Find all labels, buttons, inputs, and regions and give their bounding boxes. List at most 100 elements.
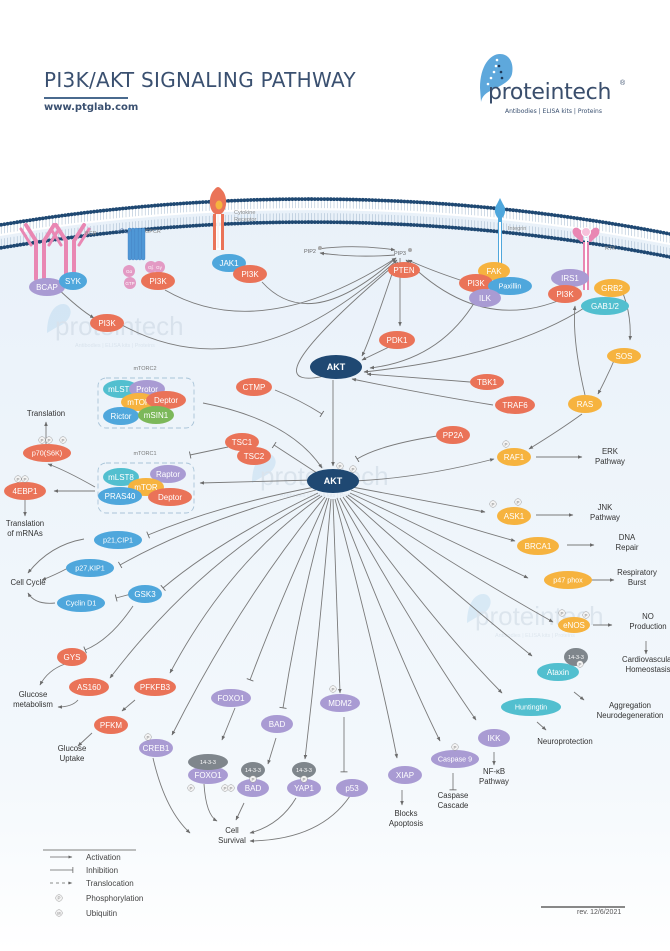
- node-mdm2[interactable]: MDM2: [320, 694, 360, 712]
- node-huntingtin[interactable]: Huntingtin: [501, 698, 561, 716]
- node-label: 14-3-3: [200, 760, 216, 766]
- node-gab12[interactable]: GAB1/2: [581, 297, 629, 315]
- node-label: BRCA1: [525, 542, 552, 551]
- cell-membrane: [0, 197, 670, 259]
- node-pten[interactable]: PTEN: [388, 262, 420, 278]
- node-label: XIAP: [396, 771, 414, 780]
- receptor-label-integrin: Integrin: [508, 226, 526, 232]
- svg-text:P: P: [16, 477, 19, 482]
- node-p53[interactable]: p53: [336, 779, 368, 797]
- node-pp2a[interactable]: PP2A: [436, 426, 470, 444]
- node-ask1[interactable]: ASK1: [497, 507, 531, 525]
- huntingtin-to-neuroprot: [536, 721, 547, 731]
- node-raf1[interactable]: RAF1: [497, 448, 531, 466]
- node-ikk[interactable]: IKK: [478, 729, 510, 747]
- node-caspase9[interactable]: Caspase 9: [431, 750, 479, 768]
- node-syk[interactable]: SYK: [59, 272, 87, 290]
- node-p47phox[interactable]: p47 phox: [544, 571, 592, 589]
- ras-to-raf1: [528, 413, 583, 450]
- node-label: Deptor: [154, 396, 178, 405]
- svg-text:of mRNAs: of mRNAs: [7, 529, 43, 538]
- svg-text:Integrin: Integrin: [508, 226, 526, 232]
- node-pi3k_rtk[interactable]: PI3K: [548, 285, 582, 303]
- title-underline: [44, 97, 128, 99]
- svg-text:P: P: [251, 777, 254, 782]
- node-gys[interactable]: GYS: [57, 648, 87, 666]
- mtorc1-raptor[interactable]: Raptor: [150, 465, 186, 483]
- node-pi3k_gpcr[interactable]: PI3K: [141, 272, 175, 290]
- node-p70s6k[interactable]: p70(S6K): [23, 444, 71, 462]
- node-foxo1b[interactable]: FOXO1: [188, 766, 228, 784]
- node-pfkfb3[interactable]: PFKFB3: [134, 678, 176, 696]
- node-traf6[interactable]: TRAF6: [495, 396, 535, 414]
- node-bad[interactable]: BAD: [261, 715, 293, 733]
- node-label: PI3K: [149, 277, 167, 286]
- mtorc2-msin1[interactable]: mSIN1: [138, 406, 174, 424]
- node-1433_ataxin[interactable]: 14-3-3: [564, 648, 588, 666]
- node-p27[interactable]: p27,KIP1: [66, 559, 114, 577]
- svg-text:Homeostasis: Homeostasis: [625, 665, 670, 674]
- mtorc2-mlst8[interactable]: mLST8: [103, 380, 139, 398]
- node-tsc2[interactable]: TSC2: [237, 447, 271, 465]
- node-p21[interactable]: p21,CIP1: [94, 531, 142, 549]
- node-grb2[interactable]: GRB2: [594, 279, 630, 297]
- node-brca1[interactable]: BRCA1: [517, 537, 559, 555]
- node-yap1[interactable]: YAP1: [287, 779, 321, 797]
- node-ras[interactable]: RAS: [568, 395, 602, 413]
- legend-inhibition: Inhibition: [50, 866, 118, 875]
- node-label: p21,CIP1: [103, 536, 133, 545]
- mtorc2-deptor[interactable]: Deptor: [146, 391, 186, 409]
- node-irs1[interactable]: IRS1: [551, 269, 589, 287]
- receptor-label-gpcr: GPCR: [145, 229, 161, 235]
- g-protein-0: Gα: [123, 265, 135, 277]
- legend-label: Phosphorylation: [86, 894, 143, 903]
- node-pi3k_bcr[interactable]: PI3K: [90, 314, 124, 332]
- node-jak1[interactable]: JAK1: [212, 254, 246, 272]
- svg-text:Repair: Repair: [616, 543, 639, 552]
- mtorc2-rictor[interactable]: Rictor: [103, 407, 139, 425]
- node-label: mLST8: [108, 473, 134, 482]
- website-url[interactable]: www.ptglab.com: [44, 102, 139, 113]
- outcome-neuroprot: Neuroprotection: [537, 737, 592, 746]
- node-1433_yap[interactable]: 14-3-3: [292, 762, 316, 778]
- node-pdk1[interactable]: PDK1: [379, 331, 415, 349]
- phosphorylation-icon: P: [14, 475, 22, 483]
- akt-to-creb1: [171, 496, 326, 736]
- phosphorylation-icon: P: [187, 784, 195, 792]
- mtorc2-label: mTORC2: [133, 366, 156, 372]
- node-gsk3[interactable]: GSK3: [128, 585, 162, 603]
- node-4ebp1[interactable]: 4EBP1: [4, 482, 46, 500]
- node-badb[interactable]: BAD: [237, 779, 269, 797]
- node-bcap[interactable]: BCAP: [29, 278, 65, 296]
- node-1433_foxo[interactable]: 14-3-3: [188, 754, 228, 770]
- node-sos[interactable]: SOS: [607, 348, 641, 364]
- node-fak[interactable]: FAK: [478, 262, 510, 280]
- mtorc1-mlst8[interactable]: mLST8: [103, 468, 139, 486]
- node-akt2[interactable]: AKT: [307, 469, 359, 493]
- node-label: BAD: [245, 784, 262, 793]
- node-label: ILK: [479, 294, 492, 303]
- node-pi3k_int[interactable]: PI3K: [459, 274, 493, 292]
- node-label: Rictor: [111, 412, 132, 421]
- node-foxo1[interactable]: FOXO1: [211, 689, 251, 707]
- node-ctmp[interactable]: CTMP: [236, 378, 272, 396]
- node-pfkm[interactable]: PFKM: [94, 716, 128, 734]
- node-1433_bad[interactable]: 14-3-3: [241, 762, 265, 778]
- node-creb1[interactable]: CREB1: [139, 739, 173, 757]
- mtorc1-deptor[interactable]: Deptor: [148, 488, 192, 506]
- node-ataxin[interactable]: Ataxin: [537, 663, 579, 681]
- node-cyclind1[interactable]: Cyclin D1: [57, 594, 105, 612]
- node-paxillin[interactable]: Paxillin: [488, 277, 532, 295]
- node-pi3k_jak[interactable]: PI3K: [233, 265, 267, 283]
- yap1-to-survival: [249, 797, 297, 834]
- mtorc1-pras40[interactable]: PRAS40: [98, 487, 142, 505]
- node-ilk[interactable]: ILK: [469, 289, 501, 307]
- svg-text:Apoptosis: Apoptosis: [389, 819, 423, 828]
- node-tbk1[interactable]: TBK1: [470, 374, 504, 390]
- mtorc2-complex: mTORC2: [97, 366, 195, 429]
- node-xiap[interactable]: XIAP: [388, 766, 422, 784]
- node-as160[interactable]: AS160: [69, 678, 109, 696]
- node-enos[interactable]: eNOS: [558, 617, 590, 633]
- node-akt1[interactable]: AKT: [310, 355, 362, 379]
- node-tsc1[interactable]: TSC1: [225, 433, 259, 451]
